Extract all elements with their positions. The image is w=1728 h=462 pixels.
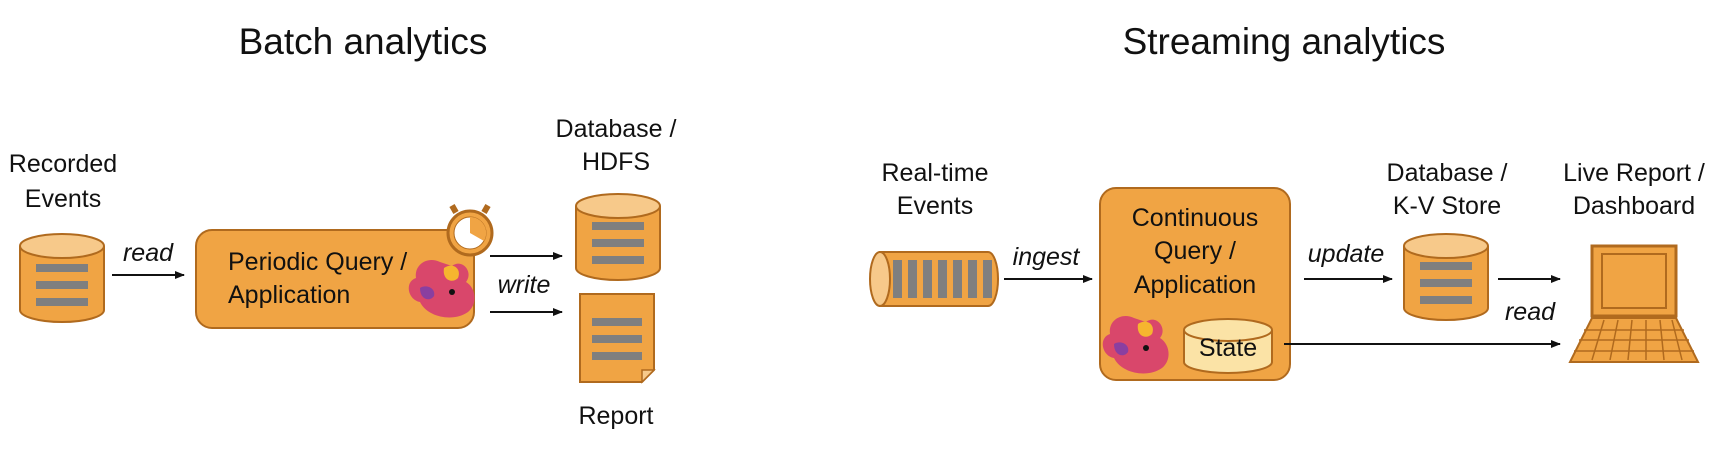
squirrel-logo-icon [1102,315,1169,374]
dashboard-label-1: Live Report / [1563,159,1705,187]
streaming-update-label: update [1308,240,1384,268]
streaming-source-label-1: Real-time [882,159,989,187]
streaming-title: Streaming analytics [1123,21,1446,62]
timer-icon [446,204,494,257]
streaming-db-label-2: K-V Store [1393,192,1501,220]
dashboard-label-2: Dashboard [1573,192,1695,220]
batch-db-label-1: Database / [556,115,677,143]
batch-title: Batch analytics [239,21,488,62]
streaming-source-label-2: Events [897,192,973,220]
periodic-query-label-1: Periodic Query / [228,248,407,276]
state-store: State [1183,318,1273,374]
streaming-read-label: read [1505,298,1556,326]
state-label: State [1199,334,1257,362]
laptop-icon [1568,244,1700,363]
batch-write-label: write [498,271,551,299]
event-log-icon [869,251,999,307]
report-icon [579,293,656,384]
streaming-db-label-1: Database / [1387,159,1508,187]
batch-source-label-2: Events [25,185,101,213]
continuous-query-label-1: Continuous [1132,204,1258,232]
hdfs-database-icon [575,193,661,281]
recorded-events-database-icon [19,233,105,323]
batch-read-label: read [123,239,174,267]
kv-store-database-icon [1403,233,1489,321]
periodic-query-box: Periodic Query / Application [195,229,475,329]
batch-source-label-1: Recorded [9,150,117,178]
batch-report-label: Report [578,402,653,430]
continuous-query-label-2: Query / [1154,237,1236,265]
batch-db-label-2: HDFS [582,148,650,176]
squirrel-logo-icon [408,259,475,318]
continuous-query-label-3: Application [1134,271,1256,299]
streaming-ingest-label: ingest [1013,243,1081,271]
periodic-query-label-2: Application [228,281,350,309]
